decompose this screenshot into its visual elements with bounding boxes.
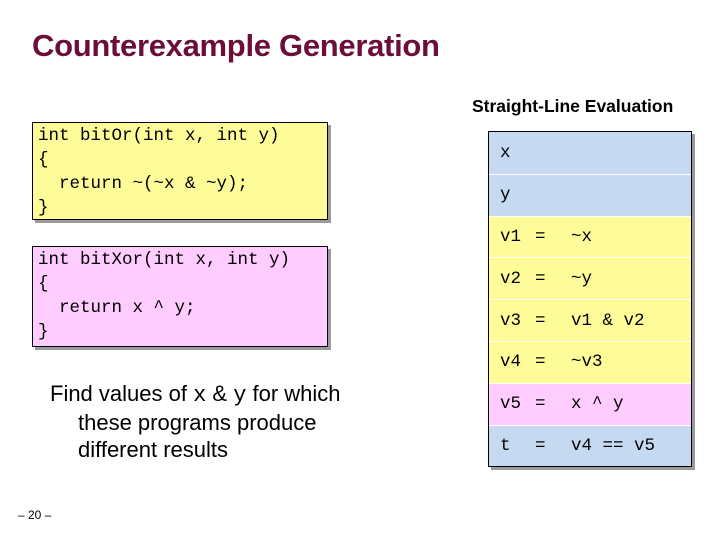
bitxor-code-box: int bitXor(int x, int y) { return x ^ y;… bbox=[32, 246, 328, 347]
row-equals: = bbox=[535, 310, 546, 331]
code-line: int bitOr(int x, int y) bbox=[38, 126, 280, 146]
row-expression: ~y bbox=[571, 268, 593, 289]
code-line: { bbox=[38, 274, 49, 294]
row-variable: v4 bbox=[500, 352, 522, 373]
table-row: v3 = v1 & v2 bbox=[489, 299, 691, 341]
table-row: v2 = ~y bbox=[489, 257, 691, 300]
row-variable: v1 bbox=[500, 226, 522, 247]
code-line: } bbox=[38, 322, 49, 342]
row-variable: v2 bbox=[500, 268, 522, 289]
row-variable: y bbox=[500, 185, 511, 206]
task-description: Find values of x & y for which these pro… bbox=[50, 380, 410, 463]
page-number: – 20 – bbox=[18, 508, 52, 522]
code-line: } bbox=[38, 198, 49, 218]
code-line: return ~(~x & ~y); bbox=[38, 174, 249, 194]
var-x: x bbox=[193, 383, 207, 408]
code-line: { bbox=[38, 150, 49, 170]
table-row: v5 = x ^ y bbox=[489, 382, 691, 425]
row-expression: ~x bbox=[571, 226, 593, 247]
row-equals: = bbox=[535, 352, 546, 373]
row-expression: v1 & v2 bbox=[571, 310, 645, 331]
code-line: int bitXor(int x, int y) bbox=[38, 250, 291, 270]
row-variable: x bbox=[500, 142, 511, 163]
prose-text: different results bbox=[78, 437, 229, 462]
row-expression: x ^ y bbox=[571, 394, 624, 415]
prose-text: for which bbox=[246, 381, 341, 406]
straight-line-title: Straight-Line Evaluation bbox=[472, 96, 674, 116]
table-row: x bbox=[489, 132, 691, 174]
prose-text: Find values of bbox=[50, 381, 194, 406]
row-expression: ~v3 bbox=[571, 352, 603, 373]
prose-text: these programs produce bbox=[78, 410, 317, 435]
row-equals: = bbox=[535, 268, 546, 289]
table-row: y bbox=[489, 173, 691, 216]
row-expression: v4 == v5 bbox=[571, 435, 656, 456]
straight-line-table: x y v1 = ~x v2 = ~y v3 = v1 & v2 v4 = ~v… bbox=[488, 131, 692, 468]
row-equals: = bbox=[535, 394, 546, 415]
row-variable: t bbox=[500, 435, 511, 456]
code-line: return x ^ y; bbox=[38, 298, 196, 318]
table-row: v4 = ~v3 bbox=[489, 340, 691, 383]
table-row: t = v4 == v5 bbox=[489, 424, 691, 467]
var-y: y bbox=[233, 383, 247, 408]
row-variable: v3 bbox=[500, 310, 522, 331]
row-equals: = bbox=[535, 435, 546, 456]
table-row: v1 = ~x bbox=[489, 215, 691, 258]
row-equals: = bbox=[535, 226, 546, 247]
row-variable: v5 bbox=[500, 394, 522, 415]
slide-title: Counterexample Generation bbox=[32, 28, 440, 63]
prose-text: & bbox=[206, 381, 234, 406]
bitor-code-box: int bitOr(int x, int y) { return ~(~x & … bbox=[32, 122, 328, 220]
